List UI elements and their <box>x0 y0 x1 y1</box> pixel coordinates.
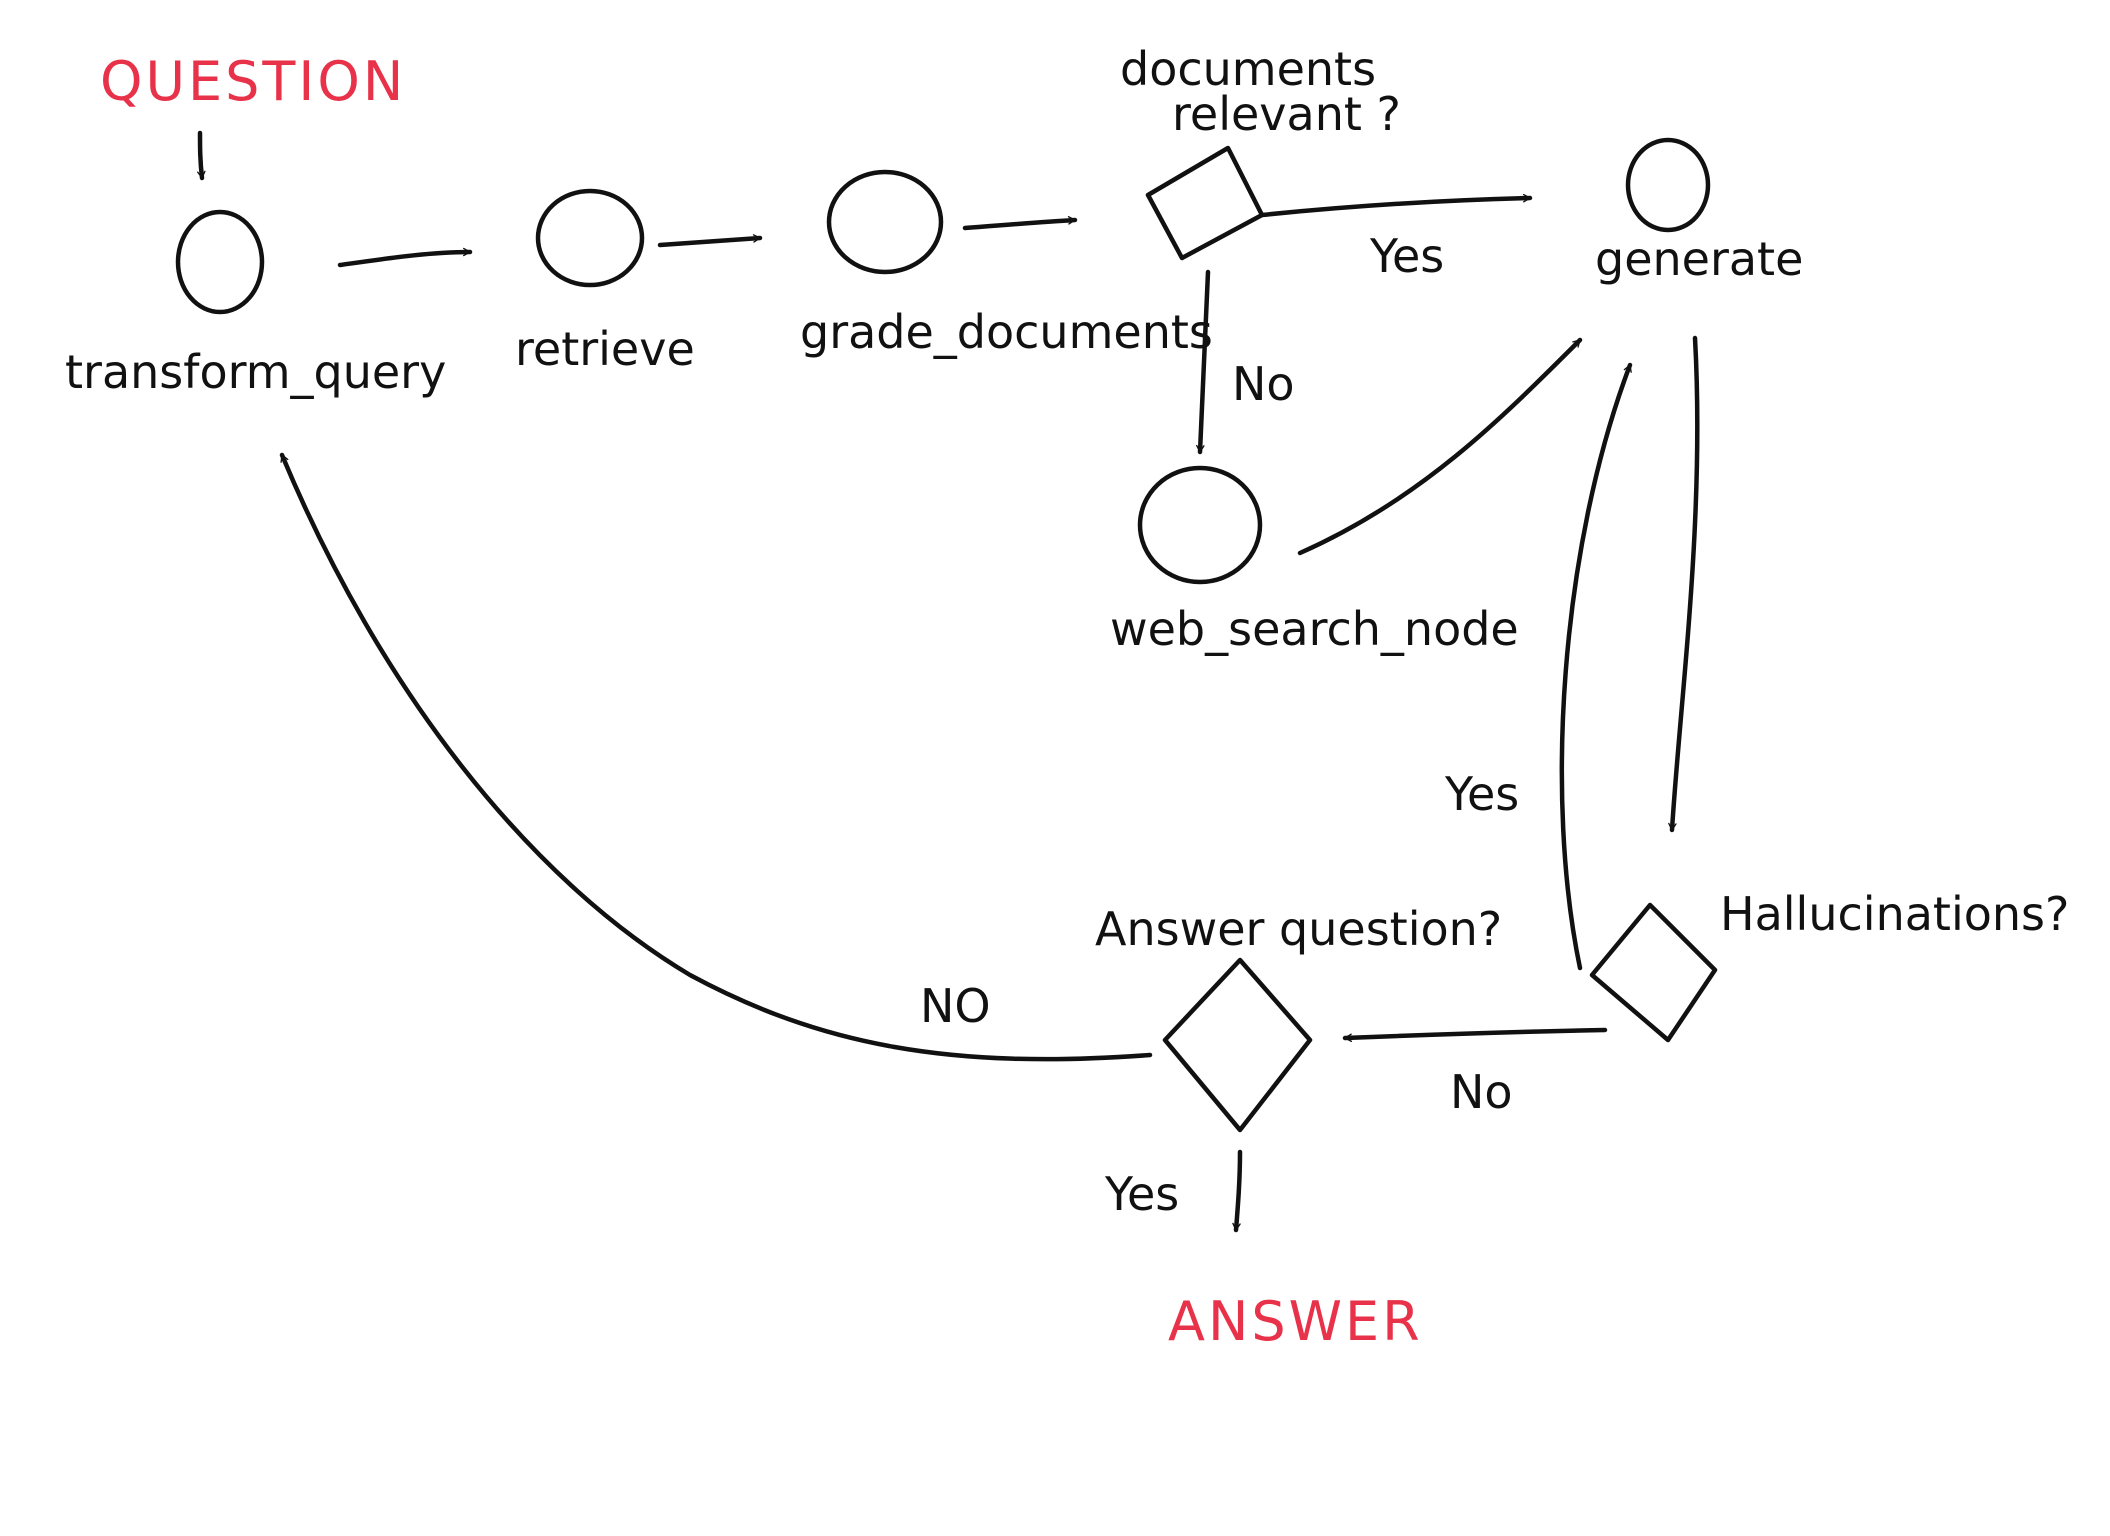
grade-documents-label: grade_documents <box>800 305 1213 359</box>
web-search-node[interactable] <box>1137 465 1263 585</box>
edge-answer-yes-to-answer <box>1232 1149 1243 1233</box>
hallucinations-no-label: No <box>1450 1065 1513 1119</box>
edge-relevant-no-to-web-search <box>1196 269 1211 455</box>
retrieve-label: retrieve <box>515 322 695 376</box>
edge-web-search-to-generate <box>1297 337 1583 556</box>
relevant-no-label: No <box>1232 357 1295 411</box>
documents-relevant-decision[interactable] <box>1145 145 1265 261</box>
question-label: QUESTION <box>100 50 406 113</box>
edge-hallucinations-yes-to-generate <box>1559 362 1633 971</box>
answer-no-label: NO <box>920 979 991 1033</box>
relevant-yes-label: Yes <box>1369 229 1444 283</box>
question-arrow <box>197 130 206 181</box>
transform-query-node[interactable] <box>175 209 265 315</box>
generate-label: generate <box>1595 232 1803 286</box>
edge-hallucinations-no-to-answer <box>1342 1027 1608 1043</box>
edge-transform-to-retrieve <box>337 247 473 268</box>
hallucinations-yes-label: Yes <box>1444 767 1519 821</box>
answer-yes-label: Yes <box>1104 1167 1179 1221</box>
grade-documents-node[interactable] <box>826 169 944 275</box>
answer-question-decision[interactable] <box>1162 957 1313 1133</box>
documents-relevant-label-line1: documents <box>1120 42 1376 96</box>
edge-generate-to-hallucinations <box>1668 335 1700 833</box>
transform-query-label: transform_query <box>65 345 446 399</box>
retrieve-node[interactable] <box>535 188 645 288</box>
edge-grade-to-relevant <box>962 216 1078 231</box>
generate-node[interactable] <box>1625 137 1711 233</box>
web-search-label: web_search_node <box>1110 602 1519 656</box>
edge-relevant-yes-to-generate <box>1259 193 1533 218</box>
documents-relevant-label-line2: relevant ? <box>1172 87 1401 141</box>
hallucinations-label: Hallucinations? <box>1720 887 2069 941</box>
answer-question-label: Answer question? <box>1095 902 1502 956</box>
edge-answer-no-to-transform-query <box>279 452 1153 1062</box>
answer-label: ANSWER <box>1168 1290 1423 1353</box>
edge-retrieve-to-grade <box>657 234 763 248</box>
hallucinations-decision[interactable] <box>1589 902 1718 1043</box>
